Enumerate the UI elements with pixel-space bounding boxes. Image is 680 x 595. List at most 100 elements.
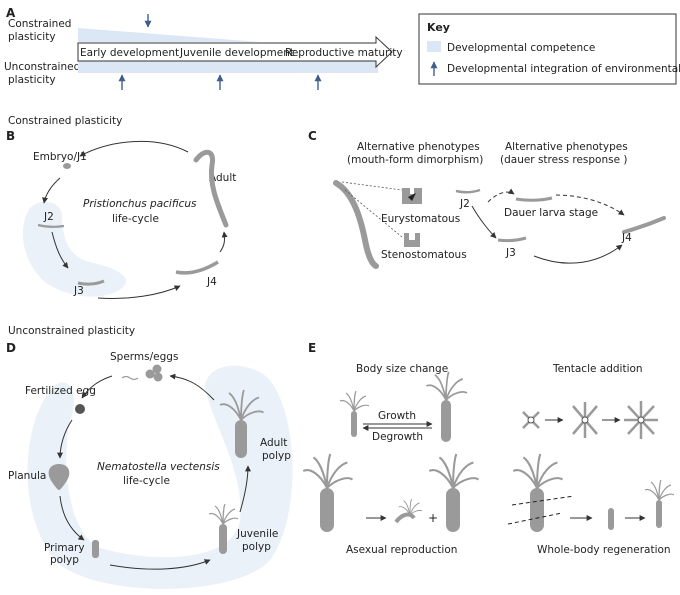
adult-polyp-icon [235,420,247,458]
stage-adult-line1: Adult [260,437,287,449]
arrow-adult-sperm [169,373,215,401]
key-title: Key [427,21,450,34]
arrow-dauer-j4 [555,194,625,216]
stage-j2: J2 [43,211,54,223]
arrow-sperm-egg [81,375,113,399]
adult-worm-icon [193,149,229,228]
dauer-heading-line2: (dauer stress response ) [500,154,628,166]
stage-planula: Planula [8,470,46,482]
unconstrained-label-line1: Unconstrained [4,61,80,73]
arrow-embryo-j2 [42,177,61,204]
arrow-j2-j3-c [471,205,497,239]
arrow-j3-j4 [97,285,181,299]
stage-j4: J4 [206,276,217,288]
arrow-j2-j3 [51,231,69,269]
small-polyp-icon [351,411,357,437]
growth-label: Growth [378,410,416,422]
constrained-competence-wedge [78,28,260,42]
j3-worm-icon [77,279,105,286]
regenerated-polyp-tentacles [644,479,675,501]
asexual-bud-icon [394,512,416,524]
panel-e-label: E [308,341,316,355]
cycle-b: life-cycle [112,213,159,225]
c-j4-worm-icon [622,216,666,234]
dauer-heading-line1: Alternative phenotypes [505,141,628,153]
zoom-line-top [341,181,403,191]
stage-early: Early development [80,47,179,59]
arrow-j3-j4-c [533,244,623,264]
key-competence-swatch [427,41,441,52]
tentacle-stage-2-icon [572,402,598,438]
egg-icon-3 [153,372,163,382]
stage-sperm: Sperms/eggs [110,351,178,363]
stage-primary-line1: Primary [44,542,85,554]
asexual-plus: + [428,511,438,525]
regen-heading: Whole-body regeneration [537,544,671,556]
asexual-heading: Asexual reproduction [346,544,457,556]
mouthform-heading-line2: (mouth-form dimorphism) [347,154,483,166]
stage-fertilized-egg: Fertilized egg [25,385,96,397]
arrow-primary-juvenile [109,559,211,570]
stage-juvenile-line1: Juvenile [236,528,278,540]
cut-line-bottom [507,512,563,525]
panel-c-label: C [308,129,317,143]
juvenile-polyp-icon [219,524,227,554]
stage-embryo: Embryo/J1 [33,151,87,163]
c-j3-label: J3 [505,247,516,259]
egg-icon-1 [145,369,155,379]
panel-a-label: A [6,6,16,20]
degrowth-label: Degrowth [372,431,423,443]
asexual-parent-tentacles [302,452,354,490]
constrained-label-line2: plasticity [8,31,56,43]
planula-icon [48,464,70,490]
panel-d-label: D [6,341,16,355]
stenostomatous-mouth-icon [404,233,420,247]
constrained-label-line1: Constrained [8,18,71,30]
j2-worm-icon [37,223,65,228]
dauer-label: Dauer larva stage [504,207,598,219]
unconstrained-label-line2: plasticity [8,74,56,86]
asexual-offspring-tentacles [428,452,480,490]
species-d: Nematostella vectensis [97,461,220,473]
stage-j3: J3 [73,285,84,297]
zoom-line-bottom [344,189,403,238]
unconstrained-competence-band [78,60,378,73]
asexual-offspring-polyp-icon [446,488,460,532]
dauer-worm-icon [515,196,553,202]
panel-b-label: B [6,129,15,143]
arrow-j4-adult [219,231,228,253]
mouthform-heading-line1: Alternative phenotypes [357,141,480,153]
development-timeline-arrow [77,35,393,69]
large-worm-icon [333,180,379,269]
body-size-heading: Body size change [356,363,448,375]
key-competence-label: Developmental competence [447,42,595,54]
lifecycle-shading-b [22,201,126,297]
c-j2-worm-icon [455,188,481,194]
primary-polyp-icon [92,540,99,558]
large-polyp-tentacles [425,371,468,401]
stage-adult-line2: polyp [262,450,291,462]
fertilized-egg-icon [75,404,85,414]
regenerated-polyp-icon [656,500,662,528]
arrow-planula-primary [59,495,85,541]
section-unconstrained: Unconstrained plasticity [8,325,135,337]
tentacle-stage-3-icon [624,401,658,439]
c-j2-label: J2 [459,198,470,210]
stage-adult: Adult [209,172,236,184]
regen-polyp-icon [530,488,544,532]
arrow-egg-planula [57,419,73,459]
regen-polyp-tentacles [512,452,564,490]
eurystomatous-label: Eurystomatous [381,213,460,225]
section-constrained: Constrained plasticity [8,115,122,127]
species-b: Pristionchus pacificus [83,198,197,210]
arrow-juvenile-adult [239,465,251,513]
cycle-d: life-cycle [123,475,170,487]
eurystomatous-tooth-icon [408,193,416,201]
sperm-icon [121,375,139,381]
stenostomatous-label: Stenostomatous [381,249,467,261]
egg-icon-2 [152,364,162,374]
stage-primary-line2: polyp [50,554,79,566]
tentacle-stage-1-icon [522,411,540,429]
